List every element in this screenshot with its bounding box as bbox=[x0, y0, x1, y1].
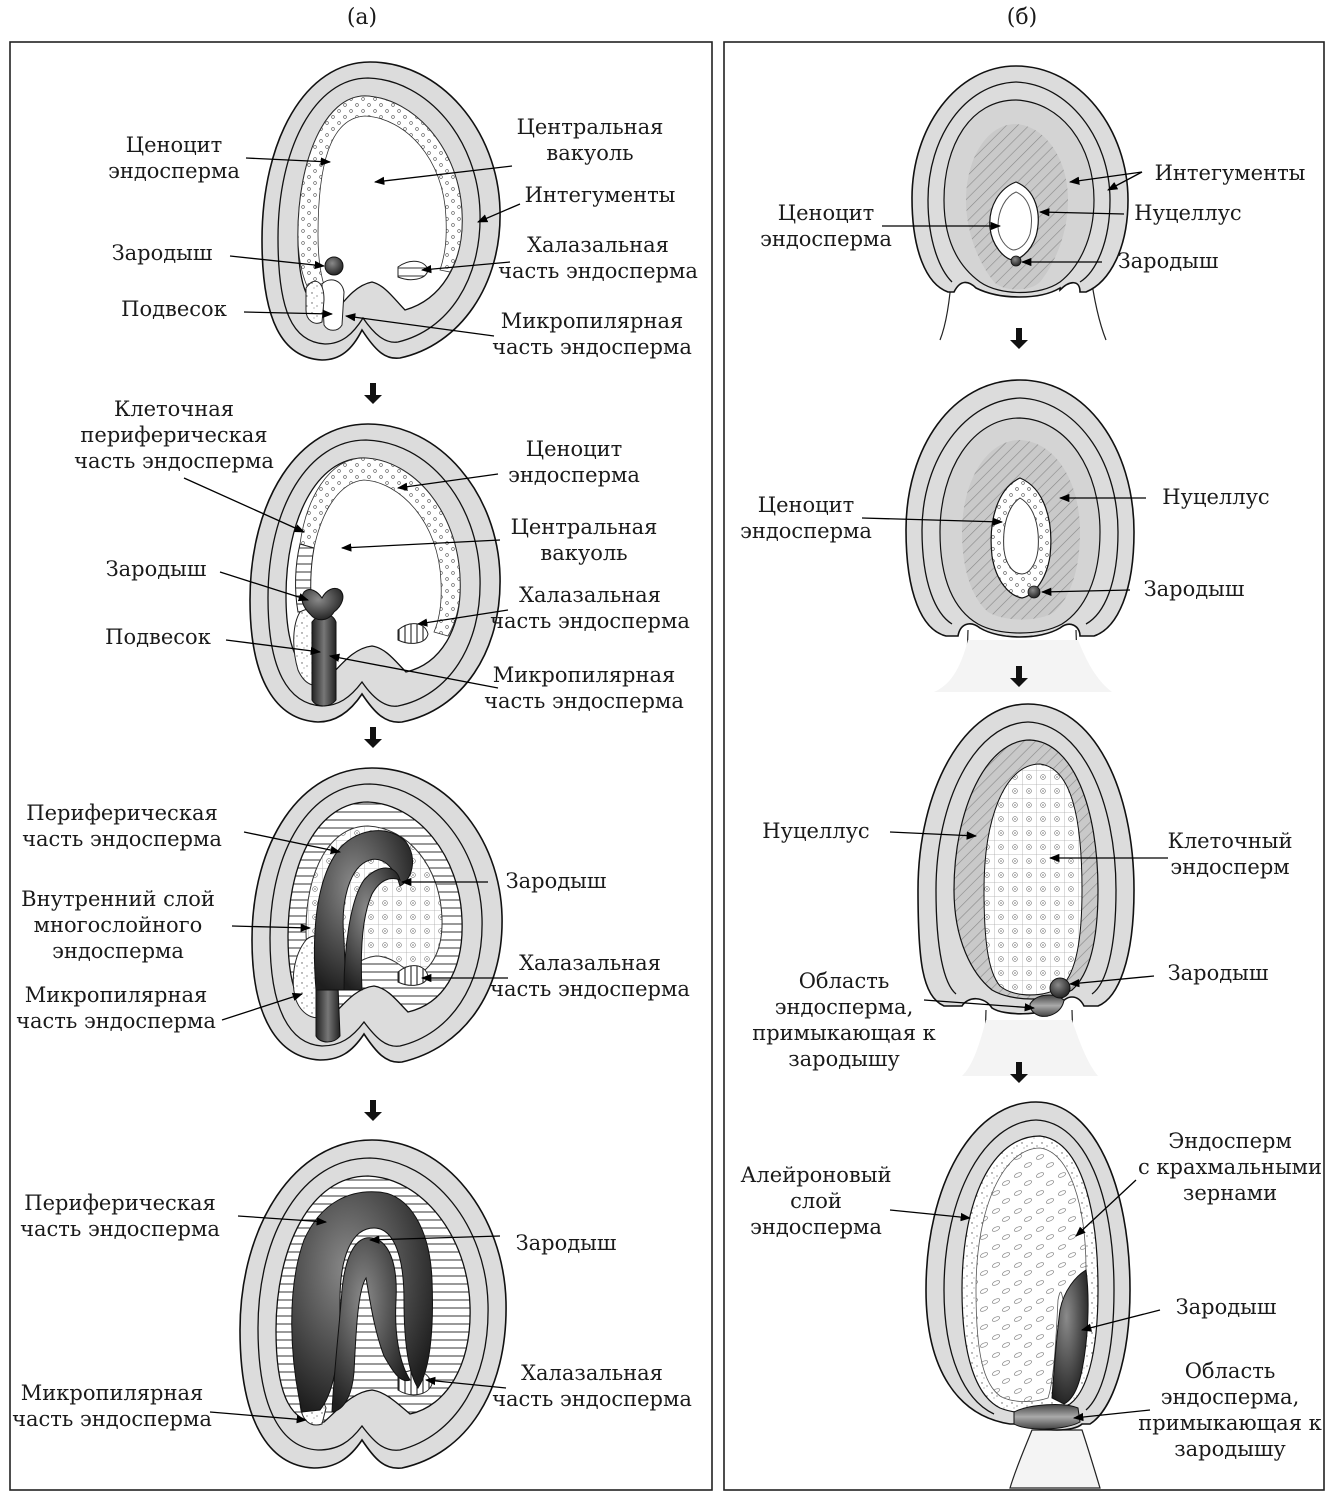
label-cenocyte-2: эндосперма bbox=[760, 227, 892, 251]
label-embryo: Зародыш bbox=[506, 869, 607, 893]
label-micropylar: Микропилярная bbox=[21, 1381, 204, 1405]
panel-b-stage-1 bbox=[912, 66, 1128, 340]
label-aleurone-3: эндосперма bbox=[750, 1215, 882, 1239]
label-chalazal: Халазальная bbox=[519, 583, 661, 607]
label-micropylar-2: часть эндосперма bbox=[484, 689, 684, 713]
label-peripheral: Периферическая bbox=[24, 1191, 215, 1215]
label-inner-layer-2: многослойного bbox=[34, 913, 203, 937]
label-cellular-peripheral: Клеточная bbox=[114, 397, 234, 421]
label-micropylar-2: часть эндосперма bbox=[12, 1407, 212, 1431]
label-central-vacuole-2: вакуоль bbox=[546, 141, 633, 165]
label-chalazal: Халазальная bbox=[521, 1361, 663, 1385]
label-embryo: Зародыш bbox=[112, 241, 213, 265]
panel-a-stage-4 bbox=[240, 1140, 506, 1468]
label-chalazal-2: часть эндосперма bbox=[490, 977, 690, 1001]
label-micropylar-2: часть эндосперма bbox=[16, 1009, 216, 1033]
label-cenocyte: Ценоцит bbox=[778, 201, 875, 225]
panel-a-stage-2 bbox=[250, 424, 500, 722]
label-embryo: Зародыш bbox=[106, 557, 207, 581]
panel-a-stage-3 bbox=[252, 768, 502, 1062]
label-chalazal-2: часть эндосперма bbox=[498, 259, 698, 283]
label-micropylar: Микропилярная bbox=[493, 663, 676, 687]
label-starch-endosperm-2: с крахмальными bbox=[1138, 1155, 1322, 1179]
label-cenocyte-2: эндосперма bbox=[508, 463, 640, 487]
label-micropylar: Микропилярная bbox=[25, 983, 208, 1007]
label-central-vacuole: Центральная bbox=[511, 515, 658, 539]
label-integuments: Интегументы bbox=[1155, 161, 1306, 185]
arrow-down-b1 bbox=[1010, 328, 1028, 349]
panel-a-stage-1 bbox=[262, 62, 500, 360]
label-nucellus: Нуцеллус bbox=[762, 819, 869, 843]
label-embryo-surrounding-2: эндосперма, bbox=[775, 995, 914, 1019]
label-chalazal-2: часть эндосперма bbox=[492, 1387, 692, 1411]
label-embryo-surrounding-4: зародышу bbox=[1174, 1437, 1286, 1461]
arrow-down-a2 bbox=[364, 727, 382, 748]
label-embryo: Зародыш bbox=[516, 1231, 617, 1255]
label-embryo-surrounding-4: зародышу bbox=[788, 1047, 900, 1071]
panel-b-stage-4 bbox=[926, 1102, 1130, 1488]
label-embryo-surrounding-3: примыкающая к bbox=[1138, 1411, 1322, 1435]
arrow-down-a3 bbox=[364, 1100, 382, 1121]
label-peripheral-2: часть эндосперма bbox=[22, 827, 222, 851]
label-aleurone: Алейроновый bbox=[741, 1163, 892, 1187]
label-cenocyte-2: эндосперма bbox=[740, 519, 872, 543]
label-cenocyte: Ценоцит bbox=[526, 437, 623, 461]
label-micropylar: Микропилярная bbox=[501, 309, 684, 333]
label-nucellus: Нуцеллус bbox=[1162, 485, 1269, 509]
label-peripheral: Периферическая bbox=[26, 801, 217, 825]
label-central-vacuole: Центральная bbox=[517, 115, 664, 139]
label-embryo: Зародыш bbox=[1168, 961, 1269, 985]
label-cenocyte: Ценоцит bbox=[126, 133, 223, 157]
label-cellular-peripheral-3: часть эндосперма bbox=[74, 449, 274, 473]
label-inner-layer-3: эндосперма bbox=[52, 939, 184, 963]
label-integuments: Интегументы bbox=[525, 183, 676, 207]
label-nucellus: Нуцеллус bbox=[1134, 201, 1241, 225]
label-cellular-peripheral-2: периферическая bbox=[80, 423, 267, 447]
label-embryo-surrounding-3: примыкающая к bbox=[752, 1021, 936, 1045]
label-aleurone-2: слой bbox=[790, 1189, 842, 1213]
panel-b-stage-2 bbox=[906, 380, 1134, 692]
label-embryo-surrounding: Область bbox=[1185, 1359, 1276, 1383]
arrow-down-a1 bbox=[364, 383, 382, 404]
label-starch-endosperm-3: зернами bbox=[1183, 1181, 1277, 1205]
label-embryo: Зародыш bbox=[1144, 577, 1245, 601]
panel-a-header: (а) bbox=[347, 5, 377, 30]
label-peripheral-2: часть эндосперма bbox=[20, 1217, 220, 1241]
label-embryo: Зародыш bbox=[1118, 249, 1219, 273]
label-embryo-surrounding-2: эндосперма, bbox=[1161, 1385, 1300, 1409]
label-chalazal: Халазальная bbox=[519, 951, 661, 975]
label-starch-endosperm: Эндосперм bbox=[1168, 1129, 1292, 1153]
label-cenocyte: Ценоцит bbox=[758, 493, 855, 517]
label-micropylar-2: часть эндосперма bbox=[492, 335, 692, 359]
label-embryo-surrounding: Область bbox=[799, 969, 890, 993]
label-chalazal: Халазальная bbox=[527, 233, 669, 257]
label-central-vacuole-2: вакуоль bbox=[540, 541, 627, 565]
label-embryo: Зародыш bbox=[1176, 1295, 1277, 1319]
label-cellular-endosperm-2: эндосперм bbox=[1170, 855, 1289, 879]
label-cellular-endosperm: Клеточный bbox=[1168, 829, 1293, 853]
label-suspensor: Подвесок bbox=[121, 297, 227, 321]
panel-b-stage-3 bbox=[918, 704, 1134, 1076]
label-inner-layer: Внутренний слой bbox=[21, 887, 215, 911]
label-suspensor: Подвесок bbox=[105, 625, 211, 649]
label-chalazal-2: часть эндосперма bbox=[490, 609, 690, 633]
panel-b-header: (б) bbox=[1007, 5, 1037, 30]
label-cenocyte-2: эндосперма bbox=[108, 159, 240, 183]
